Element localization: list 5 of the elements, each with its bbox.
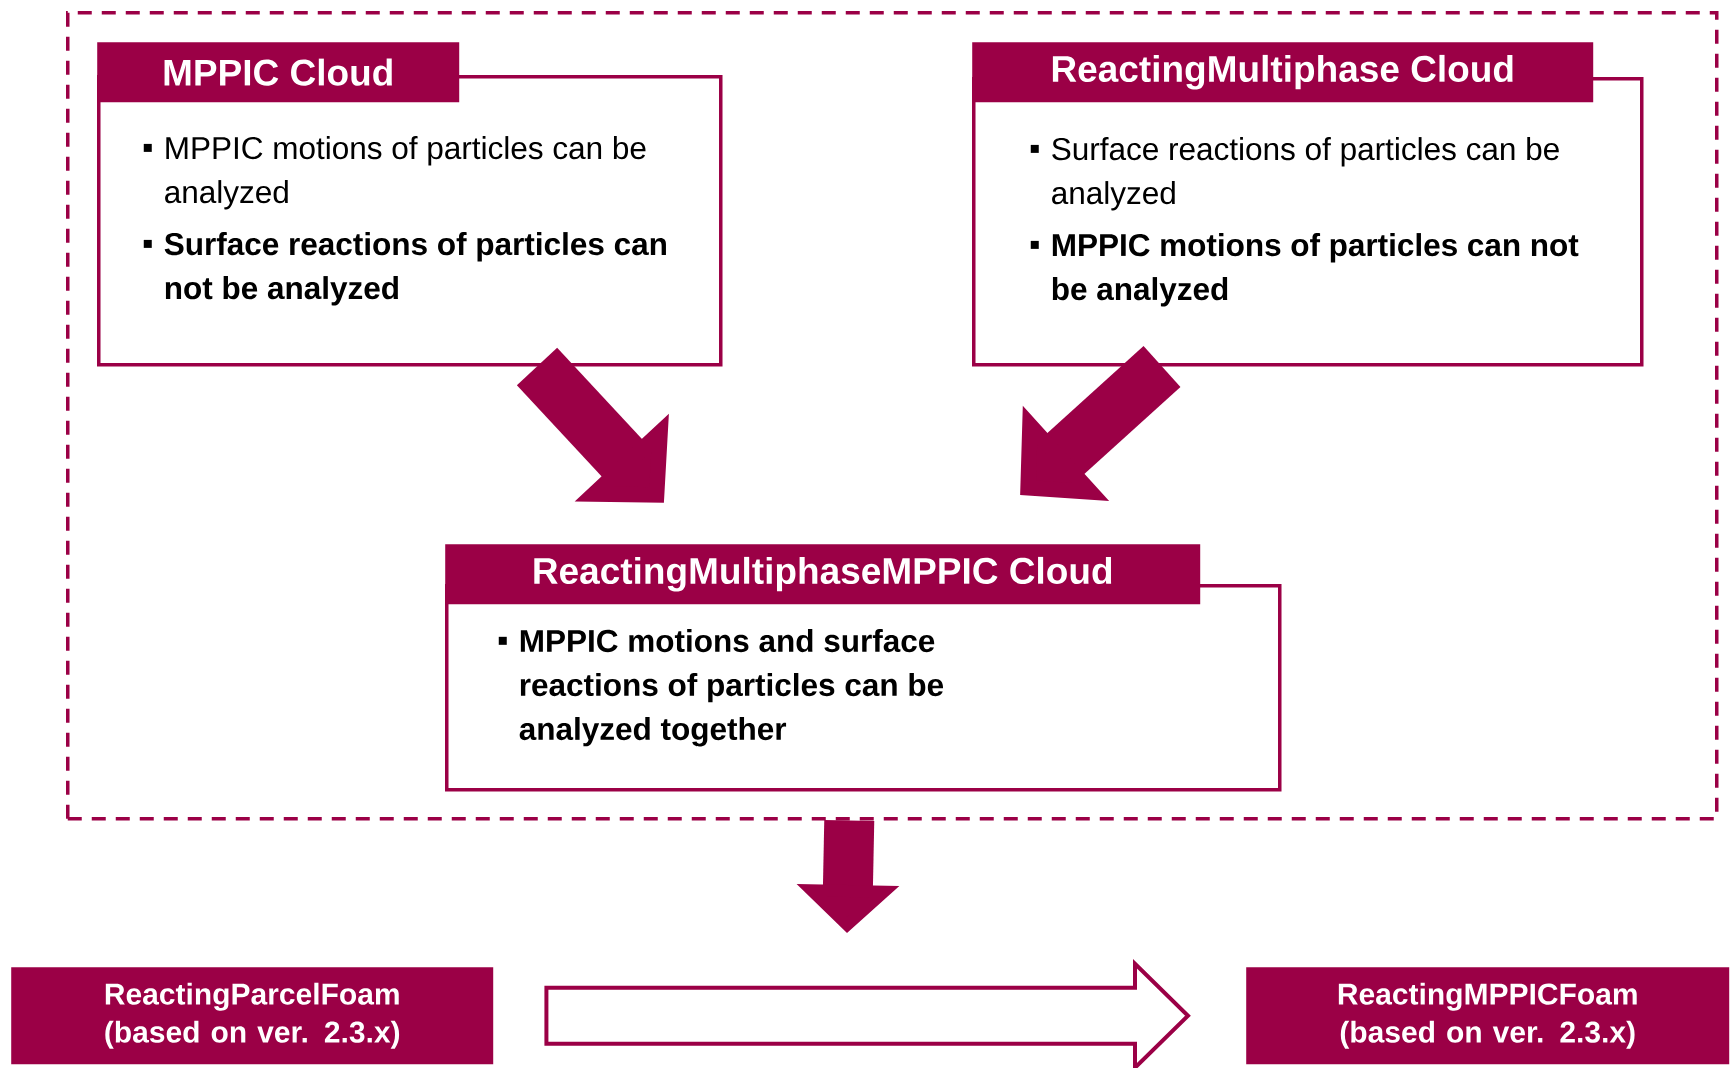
result-box: ReactingMPPICFoam (based on ver. 2.3.x): [1246, 967, 1730, 1065]
result-box: ReactingParcelFoam (based on ver. 2.3.x): [11, 967, 494, 1065]
dashed-frame: [66, 11, 1719, 821]
outline-arrow: [544, 958, 1191, 1068]
block-arrow: [516, 347, 669, 503]
